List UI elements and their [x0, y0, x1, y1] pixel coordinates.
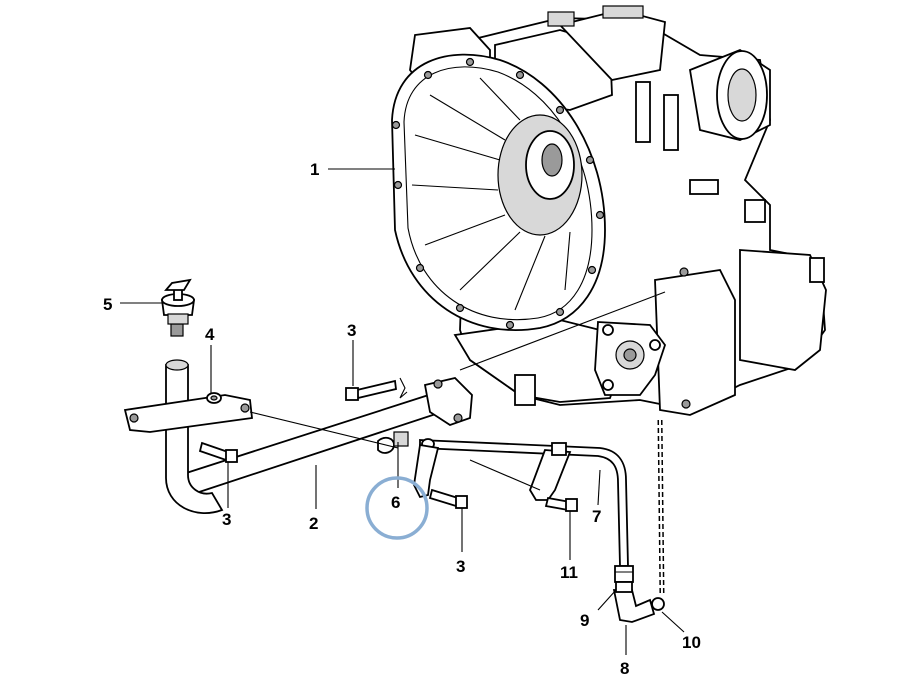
elbow-fitting[interactable] [612, 581, 656, 623]
bolt-left[interactable] [198, 441, 238, 463]
label-part-10: 10 [682, 633, 701, 652]
dipstick-cap[interactable] [160, 278, 196, 337]
bolt-right[interactable] [544, 496, 578, 512]
highlight-circle [365, 476, 429, 540]
bolt-upper[interactable] [345, 377, 408, 401]
label-part-9: 9 [580, 611, 589, 630]
label-part-3-upper: 3 [347, 321, 356, 340]
bolt-center[interactable] [428, 488, 468, 509]
drain-line [657, 419, 665, 597]
label-part-5: 5 [103, 295, 112, 314]
label-part-4: 4 [205, 325, 215, 344]
label-part-6: 6 [391, 493, 400, 512]
clip[interactable] [377, 431, 409, 454]
hose-nut[interactable] [614, 565, 634, 583]
hose-pipe[interactable] [413, 438, 629, 567]
label-part-11: 11 [560, 563, 578, 582]
label-part-8: 8 [620, 659, 629, 678]
label-part-7: 7 [592, 507, 601, 526]
label-part-3-center: 3 [456, 557, 465, 576]
sealing-ring[interactable] [651, 597, 665, 611]
part-labels: 1 5 4 3 3 2 6 3 11 7 9 10 8 [103, 160, 701, 678]
label-part-1: 1 [310, 160, 319, 179]
label-part-3-left: 3 [222, 510, 231, 529]
washer[interactable] [206, 392, 222, 404]
leader-lines [120, 168, 685, 655]
transmission-housing[interactable] [391, 5, 827, 416]
dipstick-tube[interactable] [123, 359, 473, 515]
label-part-2: 2 [309, 514, 318, 533]
